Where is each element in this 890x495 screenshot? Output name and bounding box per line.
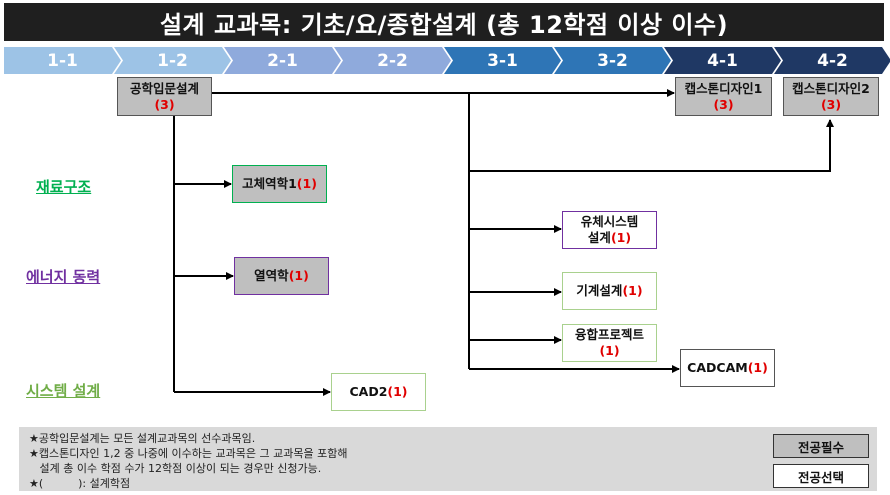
semester-1-1: 1-1 <box>4 47 121 74</box>
category-system: 시스템 설계 <box>26 382 101 400</box>
course-machine-design: 기계설계(1) <box>562 272 657 310</box>
course-name: 고체역학1 <box>242 176 297 192</box>
note-line: ★캡스톤디자인 1,2 중 나중에 이수하는 교과목은 그 교과목을 포함해 <box>29 447 348 460</box>
course-credit: (1) <box>387 384 408 400</box>
note-line: ★( ): 설계학점 <box>29 477 131 490</box>
semester-4-1: 4-1 <box>664 47 781 74</box>
course-name: 열역학 <box>254 268 289 284</box>
course-intro-design: 공학입문설계 (3) <box>117 77 212 116</box>
arrow-to-capstone2 <box>469 119 834 172</box>
semester-1-2: 1-2 <box>114 47 231 74</box>
course-credit: (1) <box>288 268 309 284</box>
course-credit: (1) <box>599 343 620 358</box>
page-title: 설계 교과목: 기초/요/종합설계 (총 12학점 이상 이수) <box>4 3 884 41</box>
notes-box: ★공학입문설계는 모든 설계교과목의 선수과목임. ★캡스톤디자인 1,2 중 … <box>19 427 877 491</box>
semester-4-2: 4-2 <box>774 47 890 74</box>
course-fluid-system-design: 유체시스템 설계(1) <box>562 211 657 249</box>
course-thermodynamics: 열역학(1) <box>234 257 329 295</box>
course-name: 유체시스템 <box>580 214 639 230</box>
semester-2-1: 2-1 <box>224 47 341 74</box>
course-name: 공학입문설계 <box>129 80 199 96</box>
course-name: 캡스톤디자인1 <box>684 80 763 96</box>
category-materials: 재료구조 <box>36 178 92 196</box>
semester-3-1: 3-1 <box>444 47 561 74</box>
course-capstone2: 캡스톤디자인2 (3) <box>783 77 879 116</box>
category-energy: 에너지 동력 <box>26 268 101 286</box>
course-credit: (1) <box>610 230 632 245</box>
legend-elective: 전공선택 <box>773 464 869 488</box>
course-name: CADCAM <box>687 360 748 376</box>
course-name: 기계설계 <box>576 283 623 299</box>
course-cad2: CAD2(1) <box>331 373 426 411</box>
course-cadcam: CADCAM(1) <box>680 349 775 387</box>
note-line: 설계 총 이수 학점 수가 12학점 이상이 되는 경우만 신청가능. <box>29 462 322 475</box>
course-credit: (3) <box>820 96 842 112</box>
course-name: 캡스톤디자인2 <box>792 80 870 96</box>
course-credit: (1) <box>747 360 768 376</box>
note-line: ★공학입문설계는 모든 설계교과목의 선수과목임. <box>29 432 256 445</box>
course-credit: (3) <box>713 96 734 112</box>
semester-2-2: 2-2 <box>334 47 451 74</box>
course-credit: (3) <box>154 96 175 112</box>
course-name-line2: 설계 <box>587 230 611 245</box>
course-capstone1: 캡스톤디자인1 (3) <box>675 77 772 116</box>
course-fusion-project: 융합프로젝트 (1) <box>562 324 657 362</box>
course-solid-mechanics: 고체역학1(1) <box>232 165 327 203</box>
course-name: CAD2 <box>349 384 388 400</box>
semester-3-2: 3-2 <box>554 47 671 74</box>
course-credit: (1) <box>622 283 643 299</box>
legend-required: 전공필수 <box>773 434 869 458</box>
course-name: 융합프로젝트 <box>574 327 644 343</box>
course-credit: (1) <box>296 176 317 192</box>
